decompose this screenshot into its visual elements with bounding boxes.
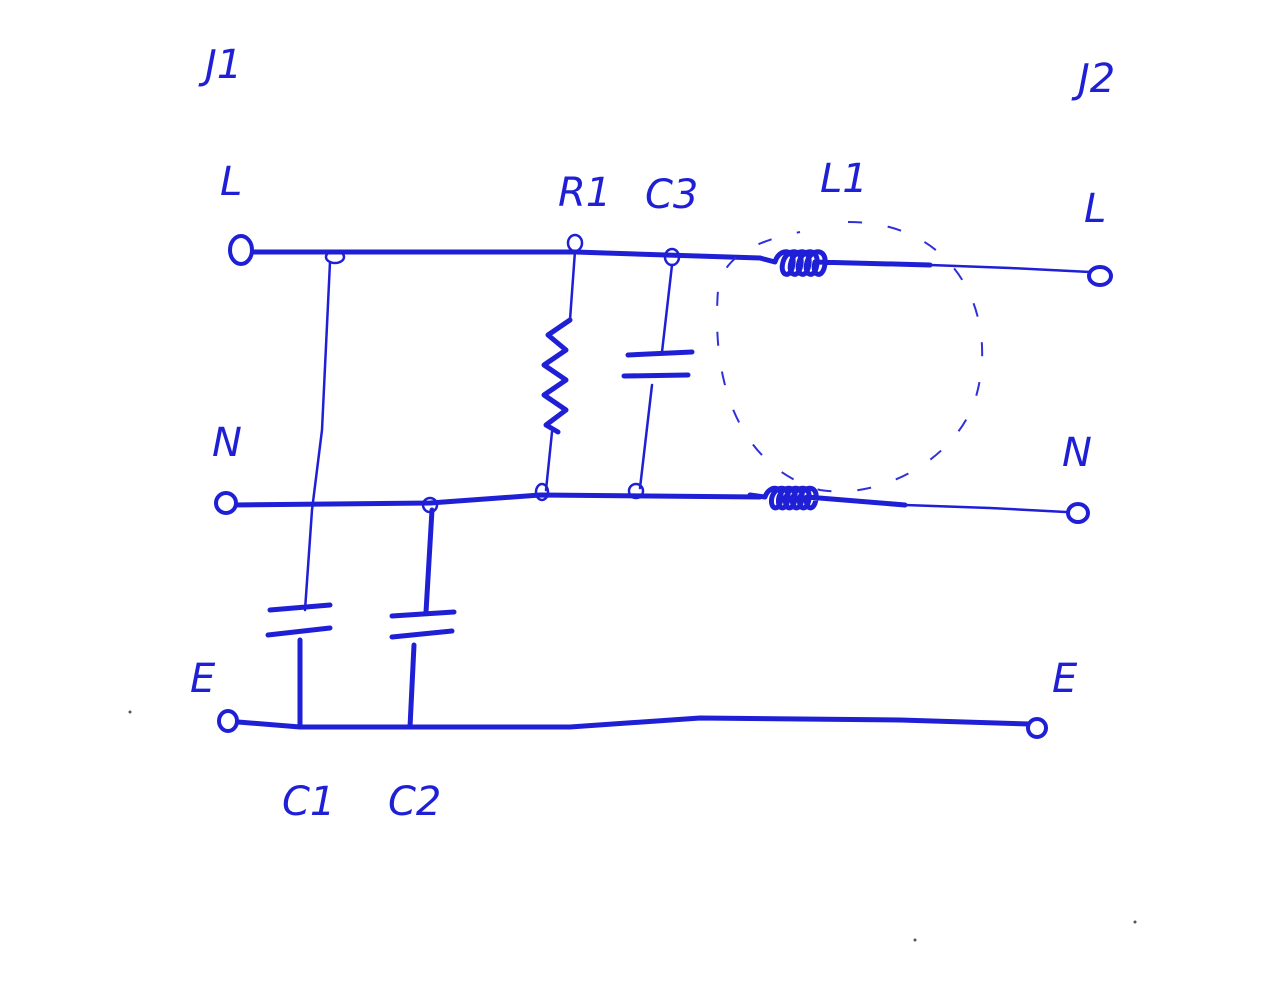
inductor-l1 (716, 221, 984, 511)
j1-earth-label: E (190, 656, 216, 702)
junction-node (566, 233, 584, 253)
neutral-wire (231, 492, 763, 508)
stray-mark (128, 710, 132, 714)
inductor-l1-label: L1 (820, 156, 868, 202)
capacitor-c1 (265, 260, 333, 730)
capacitor-c1-label: C1 (282, 779, 335, 825)
j2-neutral-terminal (1066, 502, 1090, 524)
j2-line-terminal (1087, 265, 1113, 287)
j1-neutral-terminal (214, 491, 238, 515)
j1-neutral-label: N (212, 420, 242, 466)
j2-line-label: L (1084, 186, 1106, 232)
j1-earth-terminal (217, 709, 239, 733)
resistor-r1 (541, 249, 577, 492)
capacitor-c2-label: C2 (388, 779, 441, 825)
stray-mark (1133, 920, 1137, 924)
capacitor-c2 (389, 507, 457, 730)
connector-j1-label: J1 (198, 42, 242, 88)
line-wire (239, 249, 763, 261)
junction-node (324, 249, 346, 265)
j2-neutral-label: N (1062, 430, 1092, 476)
j1-line-label: L (220, 159, 242, 205)
stray-mark (913, 938, 917, 942)
j1-line-terminal (228, 234, 254, 266)
earth-wire (235, 715, 1033, 730)
j2-earth-terminal (1026, 717, 1048, 739)
capacitor-c3 (621, 263, 695, 490)
connector-j2-label: J2 (1071, 56, 1115, 102)
resistor-r1-label: R1 (558, 170, 611, 216)
neutral-wire-output (903, 503, 1068, 514)
junction-node (627, 482, 645, 500)
j2-earth-label: E (1052, 656, 1078, 702)
line-wire-output (928, 263, 1092, 274)
capacitor-c3-label: C3 (645, 172, 698, 218)
junction-node (534, 482, 550, 502)
